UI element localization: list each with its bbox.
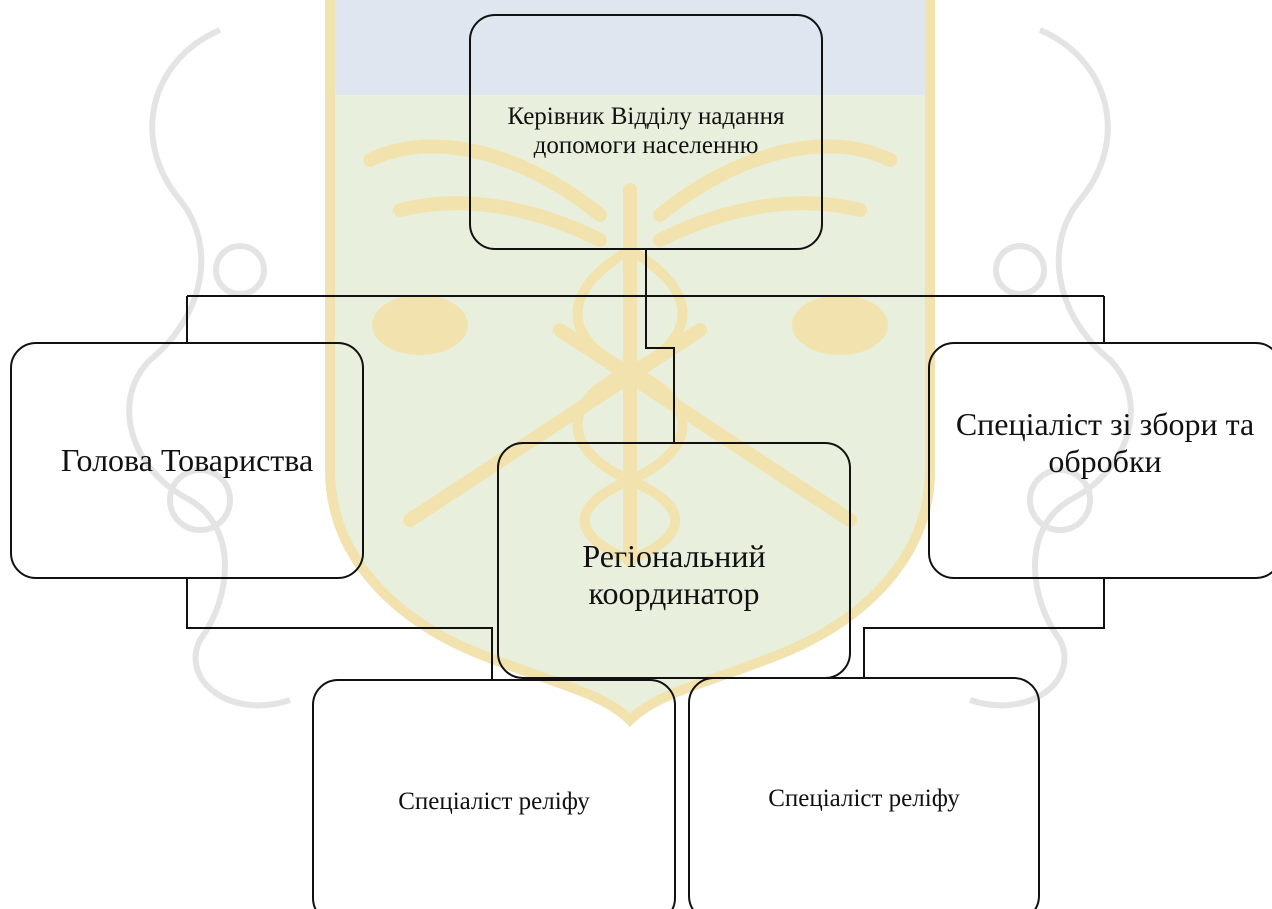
node-regional-coordinator-label: Регіональний координатор [582,537,766,611]
node-relief-specialist-left-label: Спеціаліст реліфу [398,788,590,816]
node-chair-label: Голова Товариства [60,442,314,479]
node-collection-specialist-label: Спеціаліст зі збори та обробки [955,405,1255,479]
node-relief-specialist-left: Спеціаліст реліфу [312,679,676,909]
node-collection-specialist: Спеціаліст зі збори та обробки [928,342,1272,579]
node-chair: Голова Товариства [10,342,364,579]
node-relief-specialist-right-label: Спеціаліст реліфу [768,785,960,813]
node-regional-coordinator: Регіональний координатор [497,442,851,679]
node-head-of-department: Керівник Відділу надання допомоги населе… [469,14,823,250]
node-head-of-department-label: Керівник Відділу надання допомоги населе… [507,103,785,159]
node-relief-specialist-right: Спеціаліст реліфу [688,677,1040,909]
